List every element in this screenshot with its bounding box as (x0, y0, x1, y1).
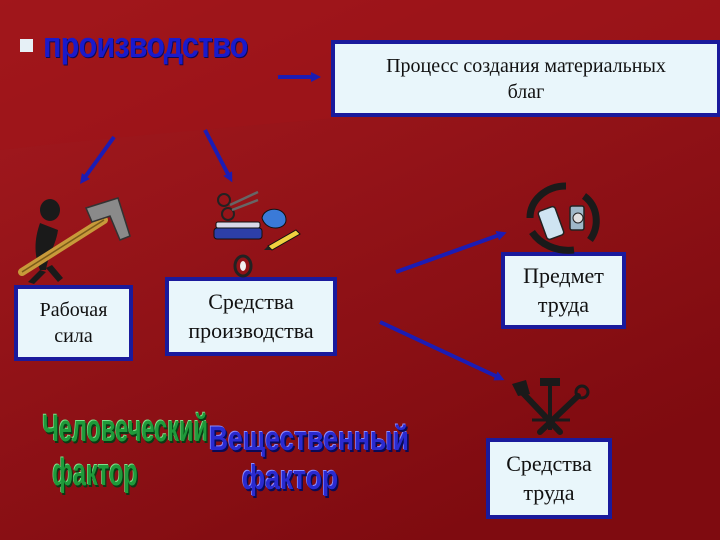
connector-arrows (80, 72, 507, 381)
definition-box: Процесс создания материальных благ (331, 40, 720, 117)
arrow-to-means-of-labor (379, 320, 505, 381)
object-of-labor-line2: труда (537, 291, 590, 317)
means-of-production-line1: Средства (208, 288, 294, 314)
arrow-to-means-of-production (203, 129, 233, 183)
means-of-production-box: Средства производства (165, 277, 337, 356)
definition-line2: благ (507, 80, 545, 103)
labor-force-line2: сила (54, 325, 93, 347)
crossed-tools-icon (512, 378, 590, 435)
means-of-production-line2: производства (188, 317, 314, 343)
heading: производство (20, 24, 284, 66)
arrow-to-object-of-labor (395, 230, 507, 274)
worker-with-hammer-icon (18, 197, 131, 284)
object-of-labor-line1: Предмет (523, 262, 604, 288)
recycling-materials-icon (526, 182, 600, 254)
human-factor-line2: фактор (52, 451, 138, 494)
heading-title: производство (43, 24, 248, 65)
object-of-labor-box: Предмет труда (501, 252, 626, 329)
labor-force-box: Рабочая сила (14, 285, 133, 361)
office-tools-icon (213, 190, 301, 278)
material-factor-line2: фактор (241, 459, 339, 498)
means-of-labor-line2: труда (523, 479, 575, 505)
arrow-to-labor-force (80, 135, 116, 185)
means-of-labor-line1: Средства (506, 450, 592, 476)
means-of-labor-box: Средства труда (486, 438, 612, 519)
bullet-square-icon (20, 38, 33, 52)
labor-force-line1: Рабочая (39, 299, 108, 321)
definition-line1: Процесс создания материальных (386, 54, 666, 77)
